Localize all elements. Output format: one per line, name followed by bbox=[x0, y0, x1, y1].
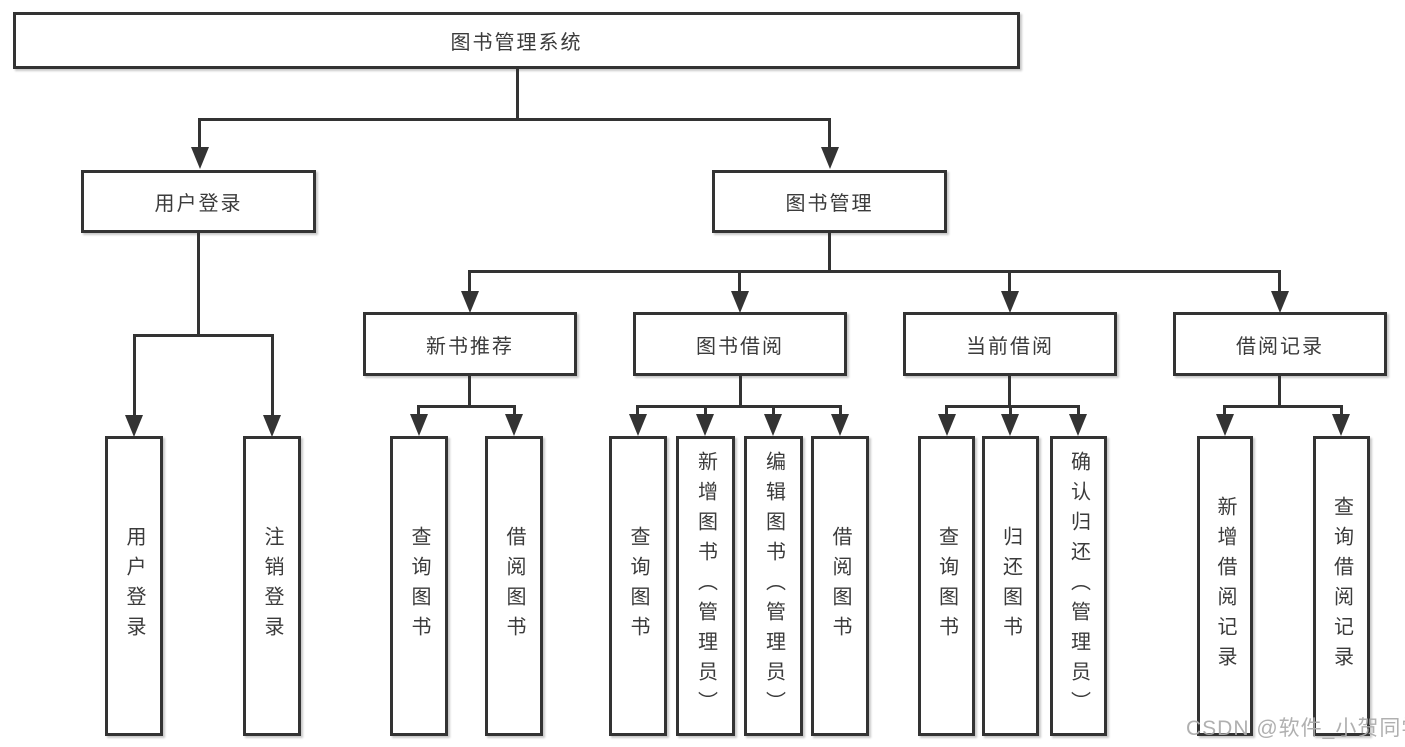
connector-login-vline bbox=[197, 233, 200, 337]
node-borrow-records-label: 借阅记录 bbox=[1236, 335, 1324, 358]
leaf-current-query-books: 查询图书 bbox=[918, 436, 975, 736]
arrowhead-borrow-add bbox=[696, 414, 714, 436]
connector-recommend-stub-2 bbox=[513, 405, 516, 416]
arrowhead-user-login bbox=[191, 147, 209, 169]
connector-borrow-stub-2 bbox=[704, 405, 707, 416]
leaf-borrow-borrow-books: 借阅图书 bbox=[811, 436, 869, 736]
connector-current-stub-2 bbox=[1009, 405, 1012, 416]
connector-current-vline bbox=[1008, 376, 1011, 408]
leaf-return-books: 归还图书 bbox=[982, 436, 1039, 736]
leaf-edit-books-admin-label: 编辑图书（管理员） bbox=[762, 451, 785, 721]
connector-mgmt-vline bbox=[828, 233, 831, 273]
arrowhead-borrow-records bbox=[1271, 291, 1289, 313]
leaf-current-query-books-label: 查询图书 bbox=[935, 526, 958, 646]
leaf-recommend-query-books: 查询图书 bbox=[390, 436, 448, 736]
connector-borrow-vline bbox=[739, 376, 742, 408]
leaf-confirm-return-admin: 确认归还（管理员） bbox=[1050, 436, 1107, 736]
arrowhead-records-add bbox=[1216, 414, 1234, 436]
leaf-add-books-admin: 新增图书（管理员） bbox=[676, 436, 735, 736]
connector-records-hline bbox=[1223, 405, 1343, 408]
connector-borrow-hline bbox=[636, 405, 842, 408]
csdn-watermark: CSDN @软件_小贺同学 bbox=[1186, 717, 1405, 740]
arrowhead-recommend-borrow bbox=[505, 414, 523, 436]
arrowhead-book-management bbox=[821, 147, 839, 169]
connector-current-stub-3 bbox=[1077, 405, 1080, 416]
connector-borrow-stub-4 bbox=[839, 405, 842, 416]
connector-mgmt-stub-1 bbox=[468, 270, 471, 294]
arrowhead-current-query bbox=[938, 414, 956, 436]
connector-records-stub-2 bbox=[1340, 405, 1343, 416]
leaf-borrow-query-books: 查询图书 bbox=[609, 436, 667, 736]
leaf-query-borrow-record: 查询借阅记录 bbox=[1313, 436, 1370, 736]
connector-mgmt-stub-2 bbox=[738, 270, 741, 294]
connector-root-left-stub bbox=[198, 118, 201, 150]
node-user-login: 用户登录 bbox=[81, 170, 316, 233]
leaf-recommend-query-books-label: 查询图书 bbox=[408, 526, 430, 646]
connector-borrow-stub-1 bbox=[636, 405, 639, 416]
connector-login-hline bbox=[133, 334, 274, 337]
leaf-confirm-return-admin-label: 确认归还（管理员） bbox=[1067, 451, 1090, 721]
node-current-borrow-label: 当前借阅 bbox=[966, 335, 1054, 358]
leaf-edit-books-admin: 编辑图书（管理员） bbox=[744, 436, 803, 736]
leaf-query-borrow-record-label: 查询借阅记录 bbox=[1330, 496, 1353, 676]
node-book-borrow: 图书借阅 bbox=[633, 312, 847, 376]
connector-current-hline bbox=[945, 405, 1080, 408]
arrowhead-borrow-edit bbox=[764, 414, 782, 436]
arrowhead-records-query bbox=[1332, 414, 1350, 436]
connector-recommend-stub-1 bbox=[417, 405, 420, 416]
node-book-management: 图书管理 bbox=[712, 170, 947, 233]
leaf-logout: 注销登录 bbox=[243, 436, 301, 736]
connector-mgmt-hline bbox=[468, 270, 1281, 273]
leaf-recommend-borrow-books-label: 借阅图书 bbox=[503, 526, 525, 646]
connector-root-hline bbox=[198, 118, 831, 121]
arrowhead-current-borrow bbox=[1001, 291, 1019, 313]
node-current-borrow: 当前借阅 bbox=[903, 312, 1117, 376]
node-new-book-recommend: 新书推荐 bbox=[363, 312, 577, 376]
connector-records-stub-1 bbox=[1223, 405, 1226, 416]
connector-recommend-vline bbox=[468, 376, 471, 408]
node-root: 图书管理系统 bbox=[13, 12, 1020, 69]
node-root-label: 图书管理系统 bbox=[450, 32, 583, 54]
connector-root-vline bbox=[516, 69, 519, 118]
arrowhead-recommend-query bbox=[410, 414, 428, 436]
leaf-borrow-borrow-books-label: 借阅图书 bbox=[829, 526, 851, 646]
arrowhead-borrow-query bbox=[629, 414, 647, 436]
connector-login-left-stub bbox=[133, 334, 136, 418]
leaf-add-borrow-record-label: 新增借阅记录 bbox=[1214, 496, 1236, 676]
arrowhead-current-confirm bbox=[1069, 414, 1087, 436]
arrowhead-leaf-user-login bbox=[125, 415, 143, 437]
arrowhead-book-borrow bbox=[731, 291, 749, 313]
node-book-borrow-label: 图书借阅 bbox=[696, 335, 784, 358]
node-user-login-label: 用户登录 bbox=[154, 193, 243, 215]
node-new-book-recommend-label: 新书推荐 bbox=[426, 335, 514, 358]
connector-mgmt-stub-3 bbox=[1008, 270, 1011, 294]
arrowhead-leaf-logout bbox=[263, 415, 281, 437]
connector-current-stub-1 bbox=[945, 405, 948, 416]
connector-recommend-hline bbox=[417, 405, 516, 408]
connector-records-vline bbox=[1278, 376, 1281, 408]
connector-login-right-stub bbox=[271, 334, 274, 418]
leaf-user-login-label: 用户登录 bbox=[123, 526, 145, 646]
leaf-recommend-borrow-books: 借阅图书 bbox=[485, 436, 543, 736]
connector-root-right-stub bbox=[828, 118, 831, 150]
node-borrow-records: 借阅记录 bbox=[1173, 312, 1387, 376]
arrowhead-borrow-borrow bbox=[831, 414, 849, 436]
connector-mgmt-stub-4 bbox=[1278, 270, 1281, 294]
leaf-add-books-admin-label: 新增图书（管理员） bbox=[694, 451, 717, 721]
leaf-user-login: 用户登录 bbox=[105, 436, 163, 736]
leaf-add-borrow-record: 新增借阅记录 bbox=[1197, 436, 1253, 736]
arrowhead-new-book-recommend bbox=[461, 291, 479, 313]
node-book-management-label: 图书管理 bbox=[785, 193, 874, 215]
connector-borrow-stub-3 bbox=[772, 405, 775, 416]
leaf-borrow-query-books-label: 查询图书 bbox=[627, 526, 649, 646]
arrowhead-current-return bbox=[1001, 414, 1019, 436]
leaf-return-books-label: 归还图书 bbox=[999, 526, 1022, 646]
leaf-logout-label: 注销登录 bbox=[261, 526, 283, 646]
